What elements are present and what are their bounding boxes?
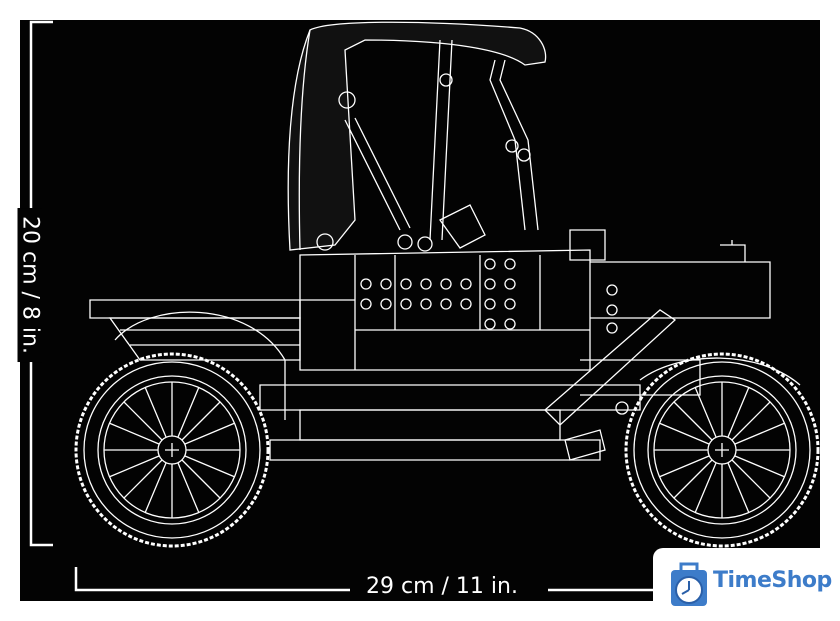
- front-fender: [639, 357, 801, 386]
- front-wheel: [624, 352, 820, 548]
- studs: [360, 258, 618, 334]
- timeshop-logo: TimeShop: [653, 548, 840, 621]
- car-blueprint: [20, 20, 820, 601]
- clock-bag-icon: [671, 562, 707, 606]
- logo-text: TimeShop: [713, 568, 832, 593]
- car-body: [89, 229, 771, 461]
- rear-wheel: [74, 352, 270, 548]
- car-roof: [287, 21, 547, 252]
- height-dimension-label: 20 cm / 8 in.: [17, 208, 43, 362]
- width-dimension-label: 29 cm / 11 in.: [358, 574, 526, 599]
- rear-fender: [114, 311, 286, 420]
